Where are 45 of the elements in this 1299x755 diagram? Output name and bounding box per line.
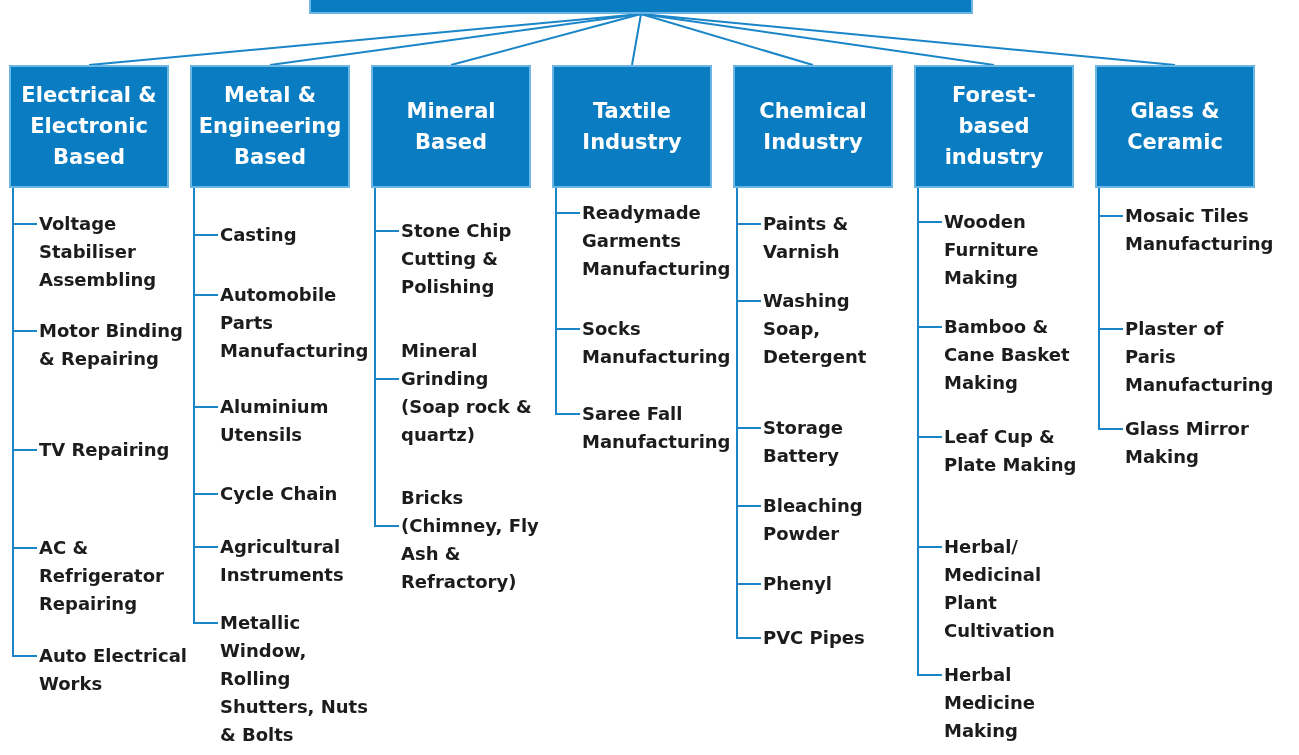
industry-item: Agricultural Instruments	[220, 533, 370, 589]
industry-item: Paints & Varnish	[763, 210, 913, 266]
connector-line	[640, 13, 814, 66]
category-box: Forest-based industry	[914, 65, 1074, 188]
industry-item: TV Repairing	[39, 436, 189, 464]
industry-item: Mineral Grinding (Soap rock & quartz)	[401, 337, 551, 449]
industry-item: Socks Manufacturing	[582, 315, 732, 371]
industry-item: Washing Soap, Detergent	[763, 287, 913, 371]
category-box: Chemical Industry	[733, 65, 893, 188]
category-box: Mineral Based	[371, 65, 531, 188]
industry-item: Phenyl	[763, 570, 913, 598]
industry-item: PVC Pipes	[763, 624, 913, 652]
category-box: Electrical & Electronic Based	[9, 65, 169, 188]
industry-item: Cycle Chain	[220, 480, 370, 508]
connector-line	[631, 13, 642, 66]
industry-item: Metallic Window, Rolling Shutters, Nuts & Bolts	[220, 609, 370, 749]
industry-item: Leaf Cup & Plate Making	[944, 423, 1094, 479]
industry-item: Plaster of Paris Manufacturing	[1125, 315, 1275, 399]
industry-item: Bleaching Powder	[763, 492, 913, 548]
category-box: Glass & Ceramic	[1095, 65, 1255, 188]
industry-item: Bricks (Chimney, Fly Ash & Refractory)	[401, 484, 551, 596]
industry-item: AC & Refrigerator Repairing	[39, 534, 189, 618]
industry-item: Motor Binding & Repairing	[39, 317, 189, 373]
category-box: Taxtile Industry	[552, 65, 712, 188]
industry-item: Wooden Furniture Making	[944, 208, 1094, 292]
industry-item: Readymade Garments Manufacturing	[582, 199, 732, 283]
industry-item: Mosaic Tiles Manufacturing	[1125, 202, 1275, 258]
connector-line	[450, 13, 642, 66]
industry-item: Voltage Stabiliser Assembling	[39, 210, 189, 294]
category-box: Metal & Engineering Based	[190, 65, 350, 188]
industry-item: Saree Fall Manufacturing	[582, 400, 732, 456]
industry-item: Herbal/ Medicinal Plant Cultivation	[944, 533, 1094, 645]
industry-item: Glass Mirror Making	[1125, 415, 1275, 471]
connector-line	[640, 13, 1176, 66]
industry-item: Bamboo & Cane Basket Making	[944, 313, 1094, 397]
industry-item: Aluminium Utensils	[220, 393, 370, 449]
industry-item: Automobile Parts Manufacturing	[220, 281, 370, 365]
industry-item: Casting	[220, 221, 370, 249]
connector-line	[555, 187, 581, 415]
industry-item: Herbal Medicine Making	[944, 661, 1094, 745]
industry-item: Auto Electrical Works	[39, 642, 189, 698]
connector-line	[1098, 187, 1124, 430]
industry-item: Storage Battery	[763, 414, 913, 470]
industry-item: Stone Chip Cutting & Polishing	[401, 217, 551, 301]
connector-line	[374, 187, 400, 527]
